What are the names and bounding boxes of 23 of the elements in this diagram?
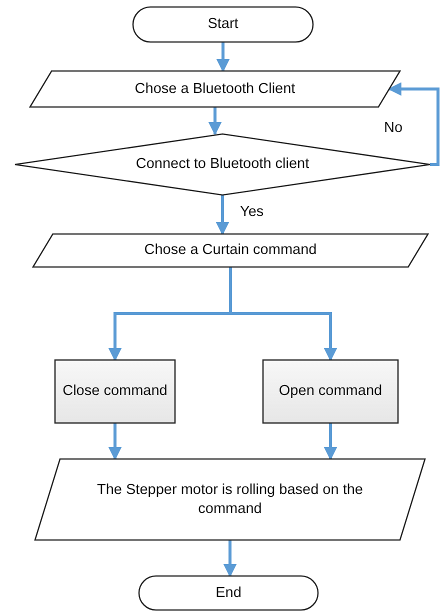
terminal-shape [133,7,313,42]
node-label: Connect to Bluetooth client [136,155,310,174]
node-label: Chose a Curtain command [144,241,317,260]
node-label: Close command [62,382,168,401]
arrow [216,195,230,236]
arrow [324,423,338,460]
arrow [108,423,122,460]
io-parallelogram [33,234,428,267]
process-box [263,360,398,423]
arrow [216,42,230,72]
node-label: The Stepper motor is rolling based on the command [96,480,364,518]
node-label: Open command [278,382,382,401]
io-parallelogram [35,459,425,540]
node-label: Start [208,15,238,34]
io-parallelogram [30,71,400,107]
terminal-shape [139,576,318,610]
process-box [55,360,175,423]
node-label: Chose a Bluetooth Client [134,80,296,98]
decision-diamond [15,134,430,195]
arrow [388,82,440,166]
arrow [223,540,237,578]
arrow [208,107,222,136]
node-label: End [216,584,242,602]
